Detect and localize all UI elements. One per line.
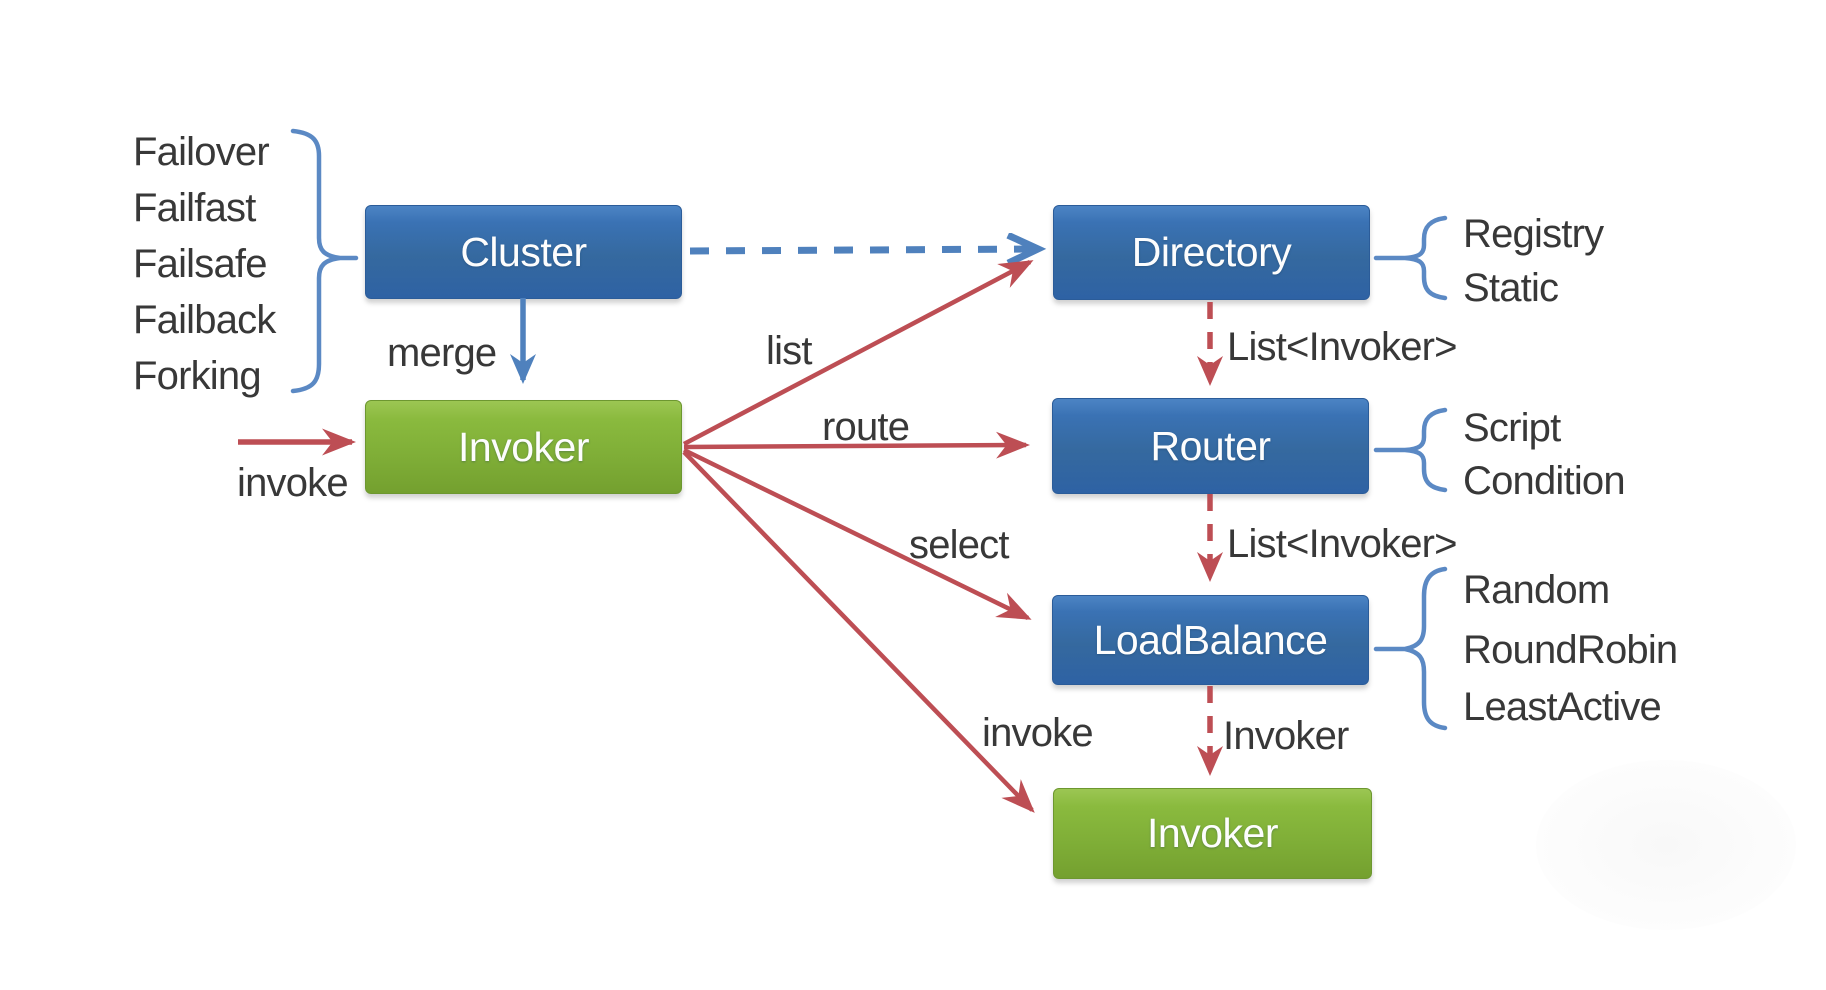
arrow-list: [682, 260, 1034, 446]
edge-label-select: select: [909, 523, 1010, 567]
box-loadbalance-label: LoadBalance: [1093, 616, 1328, 663]
box-invoker-result-label: Invoker: [1147, 810, 1278, 856]
box-cluster-label: Cluster: [460, 228, 587, 275]
box-router: Router: [1052, 398, 1369, 494]
background-smudge: [1536, 760, 1796, 930]
list-cluster-strategies-item-failfast: Failfast: [133, 186, 256, 230]
list-directory-types-item-static: Static: [1463, 266, 1559, 310]
list-router-types-item-script: Script: [1463, 406, 1561, 450]
edge-label-invoke-out: invoke: [982, 711, 1094, 755]
list-loadbalance-types-item-roundrobin: RoundRobin: [1463, 628, 1678, 672]
brace-loadbalance-types: [1373, 566, 1448, 731]
box-loadbalance: LoadBalance: [1052, 595, 1369, 685]
arrow-route: [683, 431, 1030, 459]
box-router-label: Router: [1150, 422, 1271, 469]
box-invoker-result: Invoker: [1053, 788, 1372, 879]
arrow-select: [683, 447, 1032, 621]
edge-label-merge: merge: [387, 331, 497, 375]
brace-router-types: [1373, 407, 1448, 493]
list-cluster-strategies-item-failsafe: Failsafe: [133, 242, 267, 286]
list-router-types-item-condition: Condition: [1463, 459, 1626, 503]
arrow-cluster-directory: [689, 249, 1034, 251]
list-cluster-strategies-item-failback: Failback: [133, 298, 276, 342]
brace-cluster-strategies: [290, 128, 359, 394]
list-loadbalance-types-item-leastactive: LeastActive: [1463, 685, 1662, 729]
edge-label-list: list: [766, 329, 812, 373]
brace-directory-types: [1373, 215, 1448, 301]
box-cluster: Cluster: [365, 205, 682, 299]
edge-label-route: route: [822, 405, 910, 449]
box-invoker-main-label: Invoker: [458, 423, 589, 470]
box-invoker-main: Invoker: [365, 400, 682, 494]
list-cluster-strategies-item-forking: Forking: [133, 354, 262, 398]
edge-label-invoker-result: Invoker: [1223, 714, 1349, 758]
list-loadbalance-types-item-random: Random: [1463, 568, 1610, 612]
list-directory-types-item-registry: Registry: [1463, 212, 1604, 256]
list-cluster-strategies-item-failover: Failover: [133, 130, 270, 174]
box-directory: Directory: [1053, 205, 1370, 300]
arrow-invoke-out: [682, 450, 1035, 813]
box-directory-label: Directory: [1131, 229, 1292, 275]
edge-label-list-invoker-1: List<Invoker>: [1227, 325, 1458, 369]
edge-label-invoke-in: invoke: [237, 461, 349, 505]
edge-label-list-invoker-2: List<Invoker>: [1227, 522, 1458, 566]
